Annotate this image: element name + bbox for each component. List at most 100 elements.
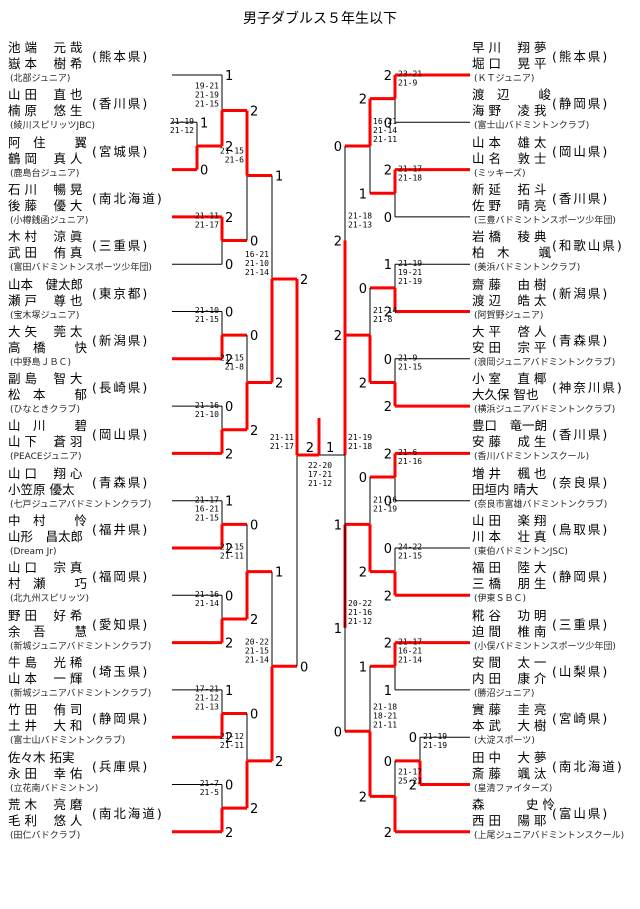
match-score: 1 <box>225 69 233 84</box>
match-score: 1 <box>275 170 283 185</box>
club-name: (上尾ジュニアバドミントンスクール) <box>474 830 625 841</box>
match-score: 2 <box>225 140 233 155</box>
match-score: 2 <box>250 802 258 817</box>
match-score: 1 <box>334 518 342 533</box>
match-score: 0 <box>225 400 233 415</box>
game-score: 21-11 <box>195 212 219 221</box>
player-name: 西 田 陽 耶 <box>472 812 547 828</box>
game-score: 16-21 <box>245 250 269 259</box>
match-score: 2 <box>384 306 392 321</box>
player-name: 三 橋 朋 生 <box>472 576 547 592</box>
match-score: 0 <box>384 211 392 226</box>
match-score: 2 <box>225 211 233 226</box>
game-score: 21-15 <box>195 315 219 324</box>
player-name: 荒 木 亮 磨 <box>8 796 83 812</box>
match-score: 2 <box>225 637 233 652</box>
match-score: 0 <box>200 164 208 179</box>
match-score: 0 <box>334 725 342 740</box>
player-name: 毛 利 悠 人 <box>8 812 83 828</box>
game-score: 21-16 <box>348 608 372 617</box>
player-name: 竹 田 侑 司 <box>8 702 83 718</box>
club-name: (大淀スポーツ) <box>474 736 535 747</box>
club-name: (浪岡ジュニアバドミントンクラブ) <box>474 357 616 368</box>
player-name: 堀 口 晃 平 <box>472 56 547 71</box>
club-name: (美浜バドミントンクラブ) <box>474 263 581 274</box>
player-name: 鶴 岡 真 人 <box>8 150 83 166</box>
player-name: 大久保 智也 <box>472 387 539 403</box>
game-score: 21-15 <box>398 362 422 371</box>
player-name: 安 田 宗 平 <box>472 339 547 355</box>
match-score: 2 <box>334 235 342 250</box>
player-name: 内 田 康 介 <box>472 670 547 686</box>
club-name: (富士山バドミントンクラブ) <box>10 736 126 747</box>
player-name: 齋 藤 由 樹 <box>472 276 547 292</box>
prefecture: (南北海道) <box>92 805 164 821</box>
game-score: 21-14 <box>373 126 397 135</box>
club-name: (綾川スピリッツJBC) <box>10 121 95 132</box>
player-name: 楠 原 悠 生 <box>8 103 83 119</box>
prefecture: (兵庫県) <box>92 758 150 774</box>
prefecture: (奈良県) <box>552 474 610 490</box>
game-score: 21-19 <box>373 504 397 513</box>
game-score: 16-21 <box>373 117 397 126</box>
player-name: 佐 野 晴 亮 <box>472 197 547 213</box>
prefecture: (長崎県) <box>92 380 150 396</box>
player-name: 山 口 宗 真 <box>8 560 83 576</box>
prefecture: (愛知県) <box>92 616 150 632</box>
game-score: 16-21 <box>398 646 422 655</box>
player-name: 山 本 一 輝 <box>8 670 83 686</box>
prefecture: (福井県) <box>92 522 150 537</box>
match-score: 0 <box>334 140 342 155</box>
club-name: (勝沼ジュニア) <box>474 688 535 699</box>
player-name: 安 藤 成 生 <box>472 434 547 450</box>
game-score: 21-12 <box>348 617 372 626</box>
match-score: 2 <box>225 826 233 841</box>
game-score: 21-15 <box>220 543 244 552</box>
game-score: 25-23 <box>398 776 422 785</box>
player-name: 渡 辺 皓 太 <box>472 292 547 308</box>
prefecture: (福岡県) <box>92 569 150 585</box>
club-name: (ＫＴジュニア) <box>474 74 535 84</box>
game-score: 21-19 <box>195 90 219 99</box>
match-score: 1 <box>275 566 283 581</box>
game-score: 19-21 <box>398 268 422 277</box>
game-score: 21-6 <box>398 448 417 457</box>
club-name: (富田バドミントンスポーツ少年団) <box>10 263 152 274</box>
player-name: 嶽 本 樹 希 <box>8 56 83 71</box>
match-score: 0 <box>250 235 258 250</box>
club-name: (横浜ジュニアバドミントンクラブ) <box>474 405 616 416</box>
player-name: 永 田 幸 佑 <box>8 765 83 781</box>
match-score: 2 <box>359 566 367 581</box>
club-name: (宝木塚ジュニア) <box>10 310 80 321</box>
game-score: 21-10 <box>195 306 219 315</box>
club-name: (東伯バドミントンJSC) <box>474 547 568 557</box>
match-score: 1 <box>359 660 367 675</box>
game-score: 21-10 <box>195 410 219 419</box>
player-name: 安 間 太 一 <box>472 654 547 670</box>
player-name: 副 島 智 大 <box>8 371 83 387</box>
game-score: 21-12 <box>170 126 194 135</box>
game-score: 21-6 <box>225 156 244 165</box>
prefecture: (新潟県) <box>552 285 610 301</box>
club-name: (香川バドミントンスクール) <box>474 452 590 463</box>
prefecture: (静岡県) <box>92 711 150 727</box>
game-score: 21-17 <box>398 767 422 776</box>
club-name: (PEACEジュニア) <box>10 452 82 463</box>
club-name: (小樽銭函ジュニア) <box>10 215 89 226</box>
game-score: 21-16 <box>373 495 397 504</box>
game-score: 21-12 <box>220 732 244 741</box>
match-score: 2 <box>359 376 367 391</box>
player-name: 山 田 直 也 <box>8 87 83 103</box>
prefecture: (岡山県) <box>552 143 610 159</box>
prefecture: (香川県) <box>552 427 610 443</box>
game-score: 21-10 <box>245 259 269 268</box>
game-score: 17-21 <box>308 470 332 479</box>
game-score: 21-8 <box>373 315 392 324</box>
club-name: (皇清ファイターズ) <box>474 783 553 794</box>
game-score: 21-13 <box>195 703 219 712</box>
player-name: 増 井 楓 也 <box>472 465 547 481</box>
game-score: 24-22 <box>398 543 422 552</box>
club-name: (富士山バドミントンクラブ) <box>474 121 590 132</box>
game-score: 21-13 <box>348 221 372 230</box>
match-score: 1 <box>225 684 233 699</box>
